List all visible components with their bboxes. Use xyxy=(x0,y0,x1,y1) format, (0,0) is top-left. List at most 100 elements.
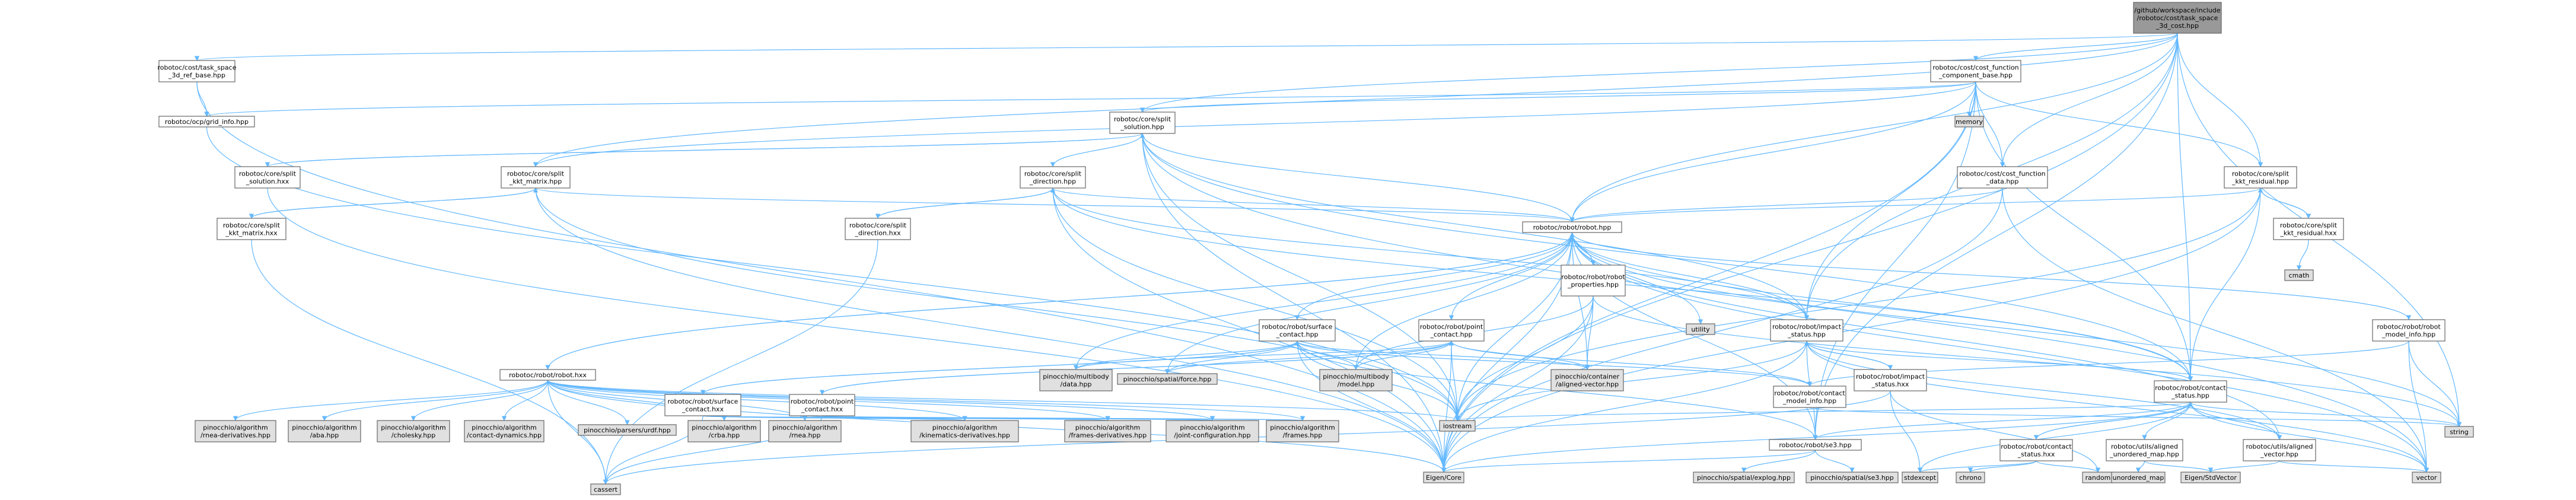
node-aligned-vector-utils[interactable]: robotoc/utils/aligned_vector.hpp xyxy=(2243,439,2316,461)
edge-root-to-cost_function_data xyxy=(1999,33,2178,167)
node-split-solution-hxx[interactable]: robotoc/core/split_solution.hxx xyxy=(234,166,301,189)
node-label-line: _solution.hpp xyxy=(1120,123,1164,131)
node-aligned-unordered-map[interactable]: robotoc/utils/aligned_unordered_map.hpp xyxy=(2106,439,2183,461)
edge-split_solution-to-contact_status_hpp xyxy=(1142,133,2193,381)
node-robot-hpp[interactable]: robotoc/robot/robot.hpp xyxy=(1522,221,1622,233)
edge-split_solution_hxx-to-split_solution xyxy=(267,133,1145,167)
node-split-kkt-residual[interactable]: robotoc/core/split_kkt_residual.hpp xyxy=(2224,166,2297,189)
edge-cfc_base-to-grid_info xyxy=(205,81,1976,117)
node-point-contact[interactable]: robotoc/robot/point_contact.hpp xyxy=(1418,319,1485,342)
node-robot-hxx[interactable]: robotoc/robot/robot.hxx xyxy=(499,369,596,381)
edge-contact_status_hpp-to-eigen_core xyxy=(1441,402,2191,473)
node-cfc-base[interactable]: robotoc/cost/cost_function_component_bas… xyxy=(1930,60,2021,82)
edge-point_contact_hxx-to-frames xyxy=(821,415,1304,421)
node-label-line: pinocchio/spatial/force.hpp xyxy=(1123,375,1212,383)
node-se3-hpp[interactable]: robotoc/robot/se3.hpp xyxy=(1769,439,1862,451)
node-label-line: pinocchio/spatial/se3.hpp xyxy=(1810,474,1894,482)
node-split-solution[interactable]: robotoc/core/split_solution.hpp xyxy=(1109,112,1176,134)
edge-contact_status_hxx-to-random xyxy=(2036,460,2101,473)
node-impact-status-hxx[interactable]: robotoc/robot/impact_status.hxx xyxy=(1854,369,1927,391)
node-split-direction[interactable]: robotoc/core/split_direction.hpp xyxy=(1020,166,1086,189)
edge-split_solution-to-eigen_core xyxy=(1142,133,1447,473)
node-label-line: robotoc/utils/aligned xyxy=(2246,443,2313,451)
node-label-line: pinocchio/container xyxy=(1555,373,1620,381)
node-label-line: vector xyxy=(2416,474,2437,482)
node-contact-model-info[interactable]: robotoc/robot/contact_model_info.hpp xyxy=(1773,386,1846,408)
edge-cfc_base-to-eigen_core xyxy=(1441,81,1976,473)
edge-ts3d_ref-to-eigen_core xyxy=(196,81,1447,473)
node-label-line: cmath xyxy=(2289,272,2310,279)
node-split-kkt-matrix-hxx[interactable]: robotoc/core/split_kkt_matrix.hxx xyxy=(216,218,286,240)
node-ts3d-ref[interactable]: robotoc/cost/task_space_3d_ref_base.hpp xyxy=(158,60,237,82)
node-split-kkt-residual-hxx[interactable]: robotoc/core/split_kkt_residual.hxx xyxy=(2273,218,2344,240)
node-label-line: robotoc/robot/point xyxy=(791,398,854,406)
node-label-line: robotoc/robot/robot xyxy=(1561,273,1625,281)
edge-robot_hpp-to-contact_status_hpp xyxy=(1571,232,2193,381)
node-label-line: robotoc/cost/task_space xyxy=(158,64,237,72)
node-label-line: pinocchio/algorithm xyxy=(932,424,997,432)
edge-contact_status_hpp-to-string xyxy=(2190,402,2462,427)
node-label-line: robotoc/core/split xyxy=(1024,170,1082,178)
node-label-line: _model_info.hpp xyxy=(2381,331,2435,339)
edge-impact_status-to-contact_status_hpp xyxy=(1806,340,2193,381)
node-aligned-vector-pin: pinocchio/container/aligned-vector.hpp xyxy=(1550,369,1624,391)
node-surface-contact[interactable]: robotoc/robot/surface_contact.hpp xyxy=(1259,319,1336,342)
node-impact-status[interactable]: robotoc/robot/impact_status.hpp xyxy=(1770,319,1843,342)
node-string: string xyxy=(2444,426,2474,438)
edge-aligned_vector_utils-to-eigen_stdvector xyxy=(2208,460,2280,473)
node-label-line: iostream xyxy=(1443,422,1472,430)
edge-split_direction-to-robot_hpp xyxy=(1052,187,1575,222)
edge-root-to-se3_hpp xyxy=(1813,33,2178,440)
node-label-line: pinocchio/algorithm xyxy=(292,424,356,432)
node-mb-model: pinocchio/multibody/model.hpp xyxy=(1319,369,1393,391)
node-label-line: /kinematics-derivatives.hpp xyxy=(919,432,1010,440)
node-label-line: /aba.hpp xyxy=(310,432,339,440)
edge-point_contact-to-mb_model xyxy=(1353,340,1452,370)
node-mb-data: pinocchio/multibody/data.hpp xyxy=(1039,369,1113,391)
node-split-kkt-matrix[interactable]: robotoc/core/split_kkt_matrix.hpp xyxy=(501,166,571,189)
node-point-contact-hxx[interactable]: robotoc/robot/point_contact.hxx xyxy=(789,394,855,416)
node-label-line: robotoc/robot/impact xyxy=(1856,373,1925,381)
node-urdf: pinocchio/parsers/urdf.hpp xyxy=(578,424,677,436)
node-robot-model-info[interactable]: robotoc/robot/robot_model_info.hpp xyxy=(2372,319,2446,342)
edge-robot_hpp-to-impact_status xyxy=(1571,232,1810,320)
edge-split_kkt_matrix-to-eigen_core xyxy=(535,187,1447,473)
node-eigen-core: Eigen/Core xyxy=(1423,472,1464,483)
edge-surface_contact-to-mb_data xyxy=(1073,340,1298,370)
edge-root-to-ts3d_ref xyxy=(195,33,2178,61)
edge-impact_status_hxx-to-impact_status xyxy=(1804,340,1891,370)
node-label-line: Eigen/Core xyxy=(1426,474,1461,482)
edge-split_kkt_residual-to-robot_hpp xyxy=(1569,187,2261,222)
node-label-line: _kkt_matrix.hxx xyxy=(225,230,278,237)
node-grid-info[interactable]: robotoc/ocp/grid_info.hpp xyxy=(158,116,255,128)
node-label-line: utility xyxy=(1691,326,1710,333)
node-rnea: pinocchio/algorithm/rnea.hpp xyxy=(768,420,842,442)
edge-cfc_base-to-split_kkt_residual xyxy=(1975,81,2263,167)
edge-robot_hxx-to-cholesky xyxy=(410,380,549,421)
node-label-line: _3d_cost.hpp xyxy=(2155,22,2199,30)
edge-root-to-eigen_core xyxy=(1441,33,2178,473)
edge-robot_model_info-to-contact_model_info xyxy=(1807,340,2409,387)
node-label-line: robotoc/robot/robot.hpp xyxy=(1533,224,1612,231)
node-cost-function-data[interactable]: robotoc/cost/cost_function_data.hpp xyxy=(1957,166,2048,189)
edge-point_contact-to-spatial_force xyxy=(1164,340,1452,374)
node-crba: pinocchio/algorithm/crba.hpp xyxy=(687,420,761,442)
edge-split_kkt_matrix-to-robot_hpp xyxy=(535,187,1575,222)
node-contact-status-hpp[interactable]: robotoc/robot/contact_status.hpp xyxy=(2154,380,2227,403)
node-contact-status-hxx[interactable]: robotoc/robot/contact_status.hxx xyxy=(1999,439,2073,461)
node-cmath: cmath xyxy=(2284,269,2314,281)
node-joint-configuration: pinocchio/algorithm/joint-configuration.… xyxy=(1166,420,1259,442)
node-root[interactable]: /github/workspace/include/robotoc/cost/t… xyxy=(2133,2,2222,34)
node-label-line: _kkt_residual.hxx xyxy=(2279,230,2337,237)
node-split-direction-hxx[interactable]: robotoc/core/split_direction.hxx xyxy=(845,218,911,240)
node-spatial-force: pinocchio/spatial/force.hpp xyxy=(1117,373,1218,385)
node-label-line: /rnea.hpp xyxy=(789,432,821,440)
node-stdexcept: stdexcept xyxy=(1902,472,1938,483)
edge-split_kkt_matrix_hxx-to-split_kkt_matrix xyxy=(251,187,539,219)
edge-split_direction-to-iostream xyxy=(1052,187,1460,421)
edge-point_contact-to-mb_data xyxy=(1074,340,1452,370)
node-surface-contact-hxx[interactable]: robotoc/robot/surface_contact.hxx xyxy=(664,394,741,416)
node-label-line: _solution.hxx xyxy=(246,178,289,186)
edge-robot_hpp-to-string xyxy=(1571,232,2462,427)
node-robot-properties[interactable]: robotoc/robot/robot_properties.hpp xyxy=(1561,265,1626,297)
